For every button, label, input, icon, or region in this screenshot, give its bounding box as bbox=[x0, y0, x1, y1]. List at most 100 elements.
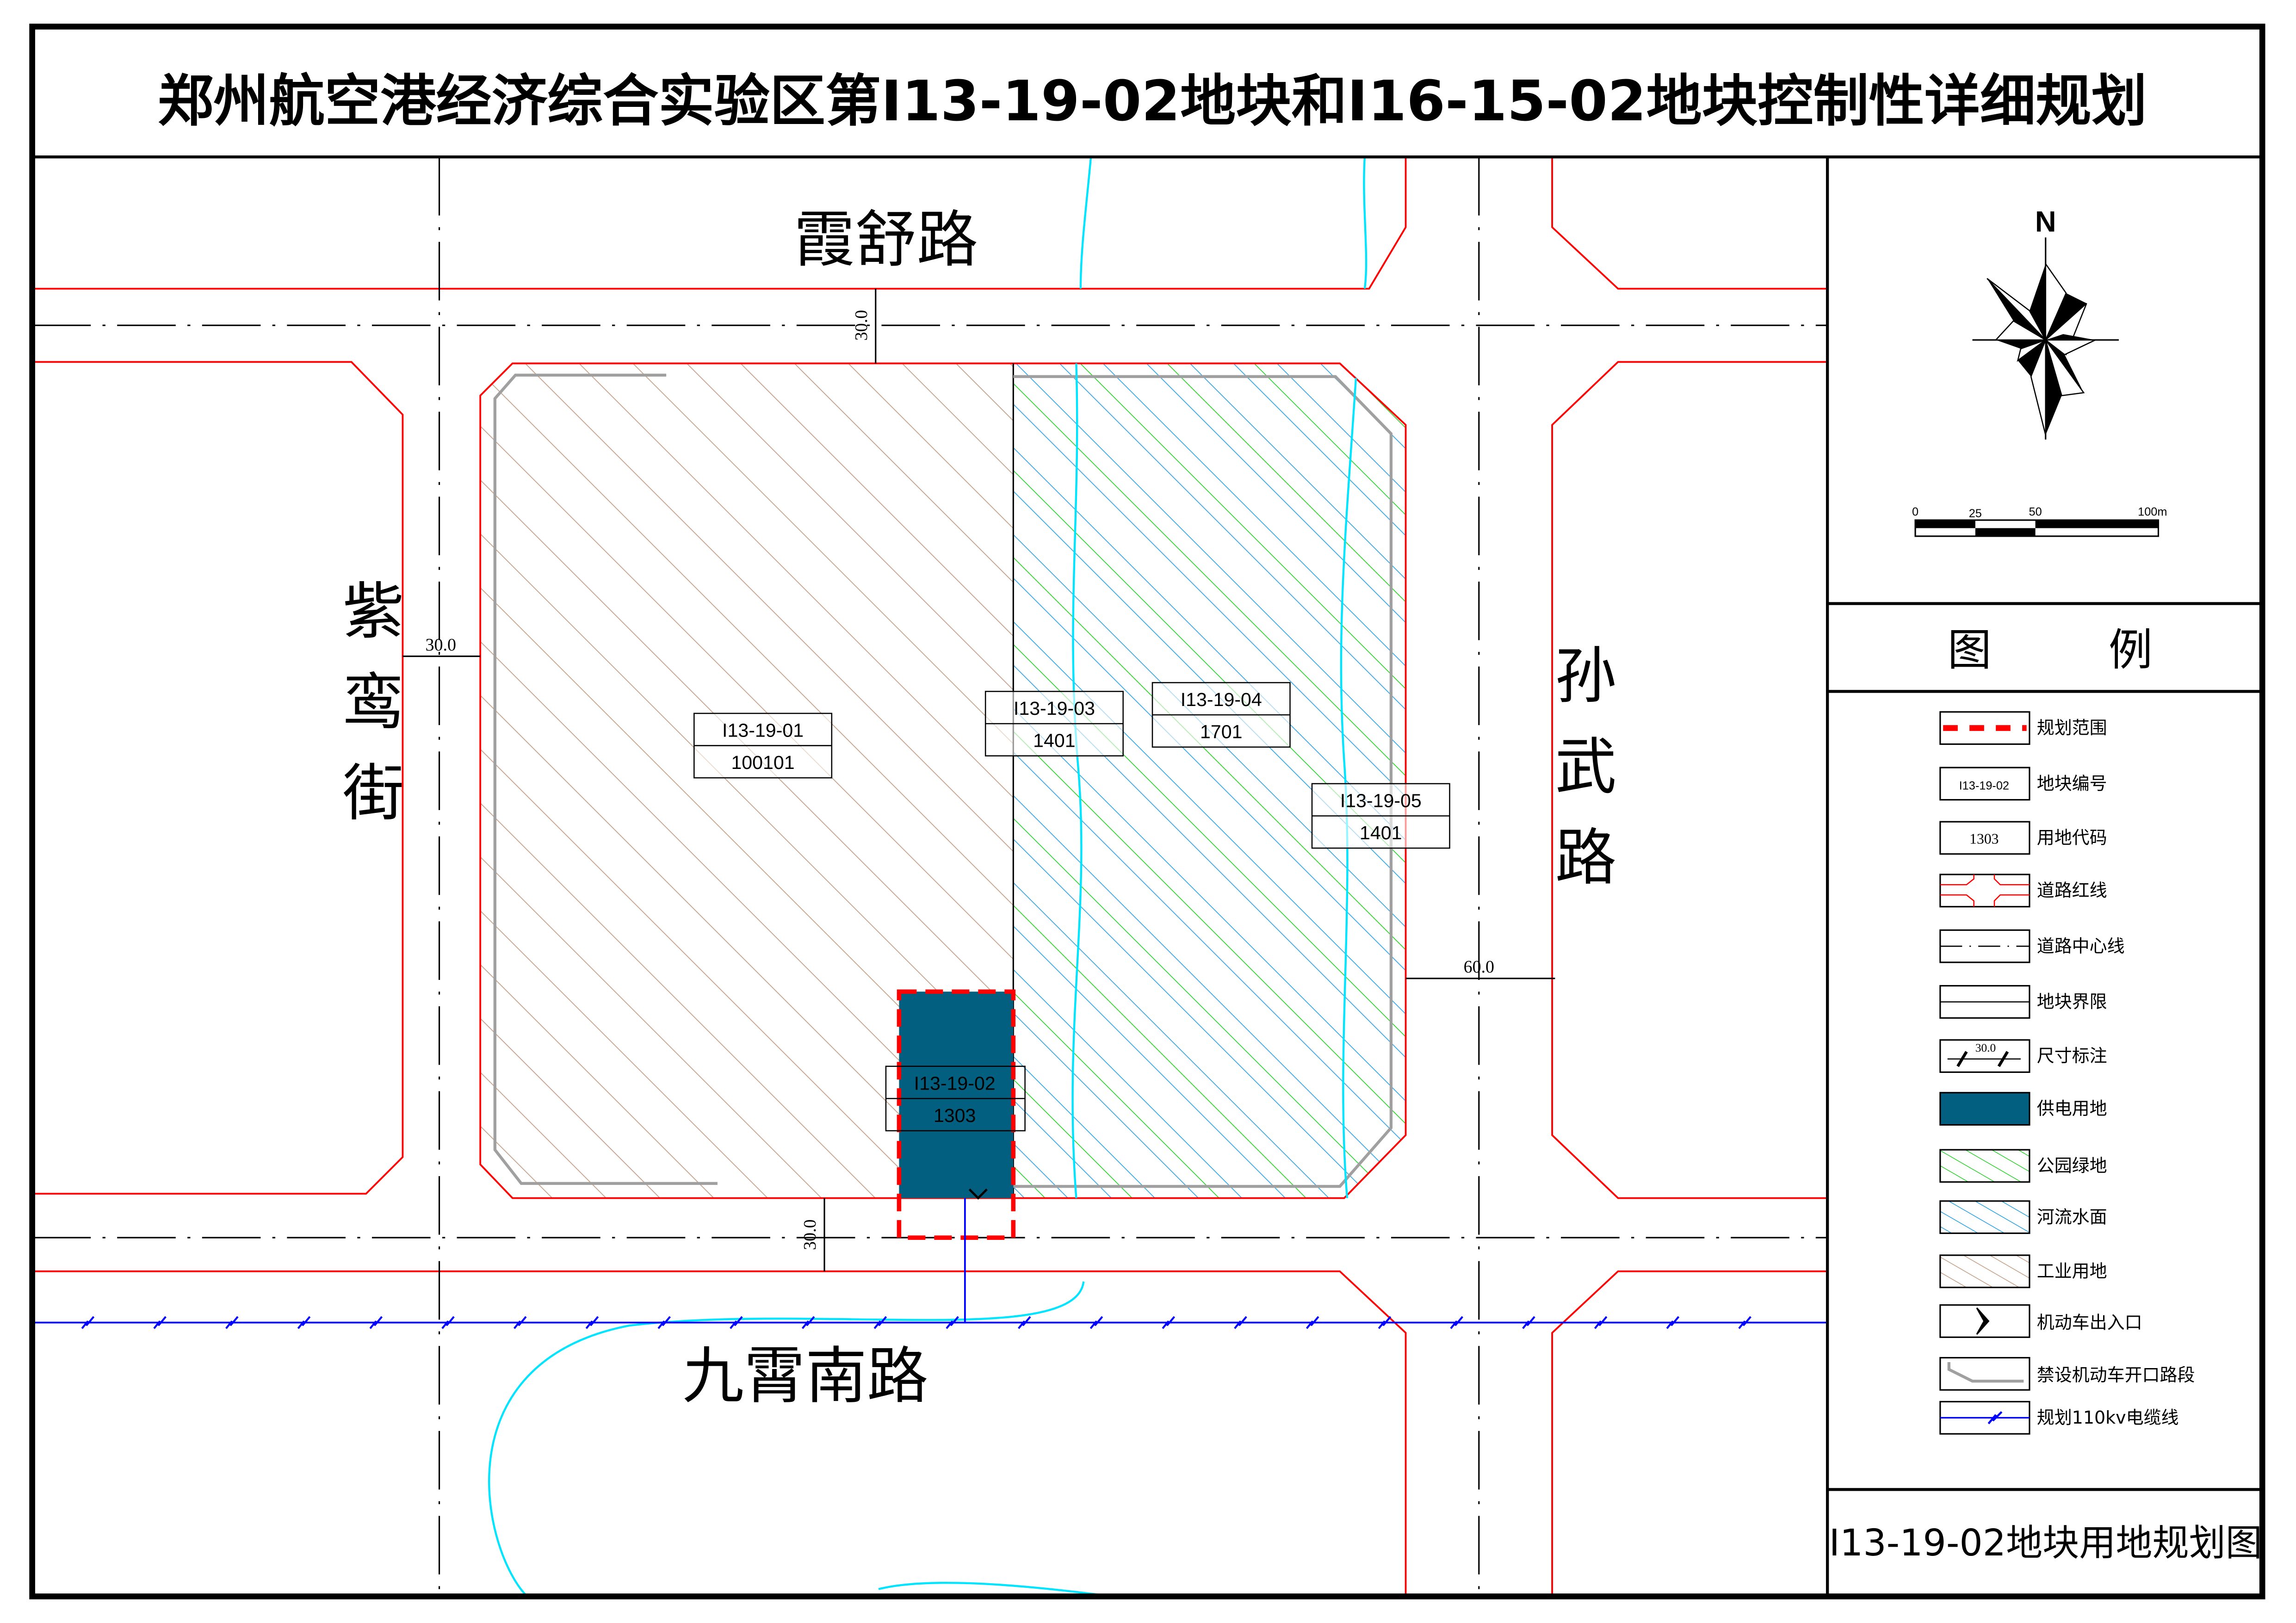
river-line bbox=[1363, 157, 1368, 289]
north-arrow-icon: N bbox=[1972, 206, 2119, 440]
svg-text:禁设机动车开口路段: 禁设机动车开口路段 bbox=[2037, 1365, 2195, 1385]
scale-bar: 0 25 50 100m bbox=[1912, 506, 2167, 537]
svg-text:规划范围: 规划范围 bbox=[2037, 718, 2107, 738]
road-name-north: 霞舒路 bbox=[794, 204, 978, 276]
river-line bbox=[1079, 156, 1092, 289]
cable-marker-icon bbox=[873, 1316, 887, 1329]
cable-marker-icon bbox=[1594, 1316, 1608, 1329]
svg-text:30.0: 30.0 bbox=[1975, 1041, 1996, 1054]
cable-marker-icon bbox=[369, 1316, 383, 1329]
svg-text:I13-19-02: I13-19-02 bbox=[914, 1072, 996, 1094]
cable-marker-icon bbox=[1306, 1316, 1319, 1329]
legend-item-park-green: 公园绿地 bbox=[1939, 1149, 2107, 1183]
svg-text:工业用地: 工业用地 bbox=[2037, 1261, 2107, 1282]
dimension-east-road: 60.0 bbox=[1464, 957, 1494, 977]
no-opening-segment bbox=[493, 373, 718, 1185]
svg-text:25: 25 bbox=[1969, 507, 1982, 520]
svg-text:I13-19-05: I13-19-05 bbox=[1340, 790, 1422, 812]
svg-text:地块编号: 地块编号 bbox=[2037, 774, 2107, 794]
river-line bbox=[1071, 363, 1083, 1198]
cable-marker-icon bbox=[297, 1316, 311, 1329]
drawing-title: 郑州航空港经济综合实验区第I13-19-02地块和I16-15-02地块控制性详… bbox=[158, 69, 2147, 134]
svg-text:地块界限: 地块界限 bbox=[2037, 991, 2107, 1012]
svg-text:I13-19-01: I13-19-01 bbox=[722, 720, 804, 741]
river-line bbox=[488, 1281, 1085, 1598]
legend-item-industrial: 工业用地 bbox=[1939, 1254, 2107, 1288]
legend-item-road-red-line: 道路红线 bbox=[1939, 873, 2107, 908]
svg-text:机动车出入口: 机动车出入口 bbox=[2037, 1312, 2142, 1332]
cable-marker-icon bbox=[1018, 1316, 1031, 1329]
block-southwest bbox=[32, 1270, 1407, 1597]
road-name-east: 武 bbox=[1555, 731, 1616, 803]
svg-text:I13-19-03: I13-19-03 bbox=[1014, 698, 1095, 719]
dimension-west-road: 30.0 bbox=[425, 635, 456, 655]
cable-marker-icon bbox=[585, 1316, 599, 1329]
map-area: 30.0 30.0 60.0 30.0 霞舒路 紫 鸾 街 孙 武 路 九霄南路… bbox=[32, 156, 1828, 1598]
svg-text:0: 0 bbox=[1912, 506, 1918, 519]
svg-text:供电用地: 供电用地 bbox=[2037, 1098, 2107, 1119]
legend-item-dimension: 30.0 尺寸标注 bbox=[1939, 1039, 2107, 1073]
cable-marker-icon bbox=[1162, 1316, 1176, 1329]
cable-marker-icon bbox=[1666, 1316, 1680, 1329]
cable-marker-icon bbox=[801, 1316, 815, 1329]
svg-text:100m: 100m bbox=[2138, 506, 2167, 519]
parcel-label: I13-19-03 1401 bbox=[984, 691, 1124, 756]
outer-frame bbox=[29, 24, 2265, 1599]
svg-text:I13-19-04: I13-19-04 bbox=[1181, 689, 1262, 710]
svg-text:道路中心线: 道路中心线 bbox=[2037, 936, 2125, 956]
vehicle-entrance-icon bbox=[1976, 1307, 1990, 1335]
parcel-label: I13-19-02 1303 bbox=[885, 1065, 1026, 1132]
legend-item-no-opening: 禁设机动车开口路段 bbox=[1939, 1357, 2195, 1391]
dimension-north-road: 30.0 bbox=[852, 310, 871, 341]
road-name-west: 鸾 bbox=[343, 667, 404, 738]
svg-text:N: N bbox=[2035, 206, 2056, 238]
legend: 规划范围 I13-19-02 地块编号 1303 用地代码 道路红线 道路中心线… bbox=[1939, 711, 2195, 1435]
road-name-south: 九霄南路 bbox=[682, 1341, 928, 1412]
svg-text:规划110kv电缆线: 规划110kv电缆线 bbox=[2037, 1407, 2179, 1428]
parcel-label: I13-19-05 1401 bbox=[1311, 783, 1450, 849]
legend-item-water: 河流水面 bbox=[1939, 1200, 2107, 1234]
cable-marker-icon bbox=[730, 1316, 743, 1329]
planning-boundary bbox=[897, 989, 1016, 1240]
svg-text:1701: 1701 bbox=[1200, 721, 1243, 743]
dimension-south-road: 30.0 bbox=[800, 1220, 820, 1250]
cable-marker-icon bbox=[1234, 1316, 1247, 1329]
sheet-title: I13-19-02地块用地规划图 bbox=[1829, 1522, 2262, 1564]
river-line bbox=[1340, 378, 1357, 1198]
parcel-label: I13-19-04 1701 bbox=[1151, 682, 1291, 748]
svg-text:道路红线: 道路红线 bbox=[2037, 880, 2107, 901]
cable-marker-icon bbox=[225, 1316, 239, 1329]
legend-item-parcel-boundary: 地块界限 bbox=[1939, 985, 2107, 1019]
svg-text:用地代码: 用地代码 bbox=[2037, 828, 2107, 848]
legend-item-planning-boundary: 规划范围 bbox=[1939, 711, 2107, 745]
legend-item-vehicle-entrance: 机动车出入口 bbox=[1939, 1304, 2142, 1338]
cable-marker-icon bbox=[1738, 1316, 1751, 1329]
industrial-land-parcel bbox=[480, 363, 1014, 1198]
cable-marker-icon bbox=[1089, 1316, 1103, 1329]
legend-title: 图 bbox=[1948, 625, 1992, 675]
legend-item-parcel-number: I13-19-02 地块编号 bbox=[1939, 767, 2107, 801]
road-red-line bbox=[1551, 157, 1828, 290]
svg-text:1401: 1401 bbox=[1360, 822, 1402, 843]
cable-marker-icon bbox=[514, 1316, 527, 1329]
vehicle-entrance-icon bbox=[968, 1188, 988, 1200]
river-line bbox=[878, 1581, 1113, 1598]
cable-marker-icon bbox=[153, 1316, 167, 1329]
svg-text:公园绿地: 公园绿地 bbox=[2037, 1156, 2107, 1176]
cable-marker-icon bbox=[1522, 1316, 1535, 1329]
svg-text:50: 50 bbox=[2029, 506, 2042, 519]
svg-text:1303: 1303 bbox=[1969, 831, 1999, 847]
road-name-east: 路 bbox=[1555, 823, 1616, 894]
svg-text:河流水面: 河流水面 bbox=[2037, 1207, 2107, 1227]
svg-text:I13-19-02: I13-19-02 bbox=[1959, 780, 2009, 793]
road-name-west: 街 bbox=[343, 758, 404, 829]
road-name-east: 孙 bbox=[1555, 641, 1616, 712]
road-red-line bbox=[32, 157, 1407, 290]
block-east bbox=[1551, 361, 1828, 1199]
svg-text:1303: 1303 bbox=[934, 1105, 976, 1126]
cable-marker-icon bbox=[81, 1316, 95, 1329]
legend-item-road-centerline: 道路中心线 bbox=[1939, 929, 2125, 963]
cable-marker-icon bbox=[946, 1316, 959, 1329]
block-west bbox=[32, 361, 404, 1195]
